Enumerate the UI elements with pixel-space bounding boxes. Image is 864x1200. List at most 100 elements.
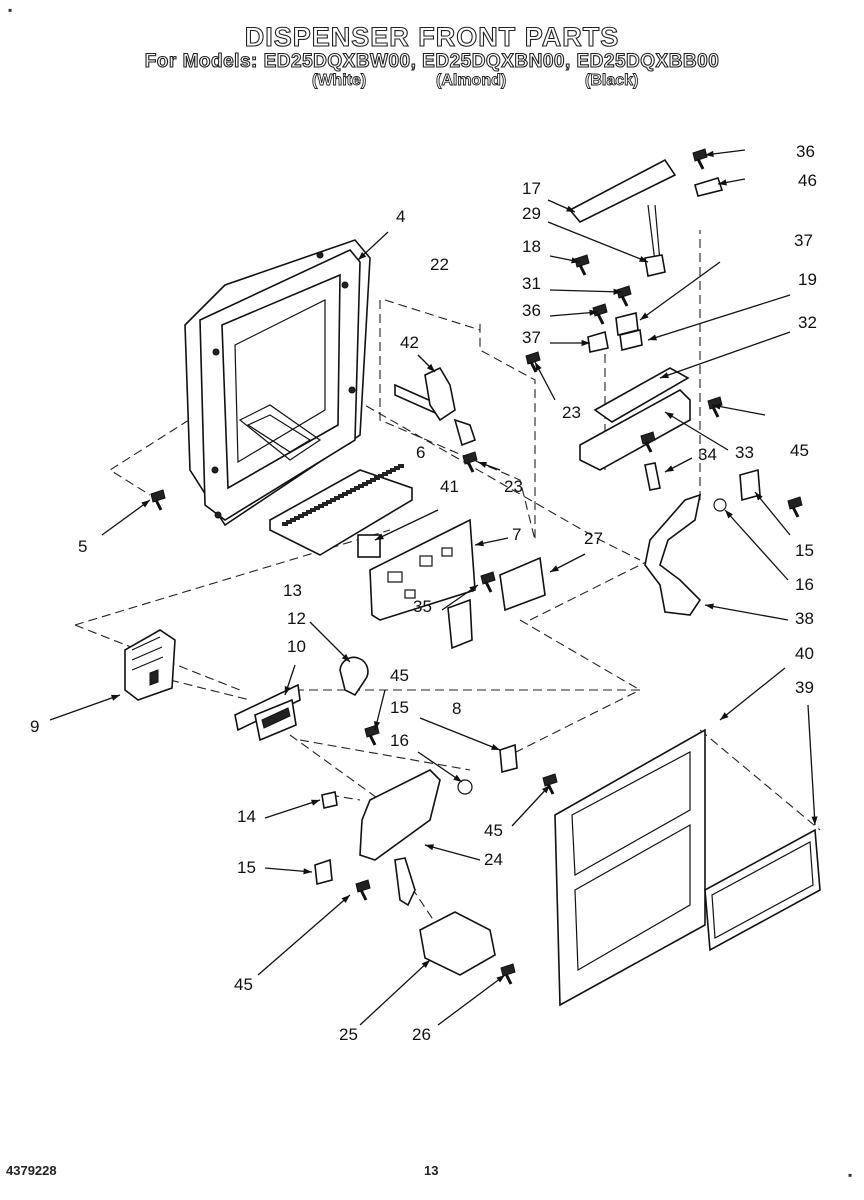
grille-hole: [358, 484, 364, 488]
callout-37: 37: [794, 231, 813, 250]
leader-12: [309, 621, 351, 663]
callout-23: 23: [562, 403, 581, 422]
corner-mark-bottom-right: ▪: [848, 1168, 853, 1182]
grille-hole: [366, 480, 372, 484]
part-14: [321, 791, 338, 809]
grille-hole: [330, 498, 336, 502]
arrowhead-36: [705, 150, 714, 158]
leader-15: [419, 717, 501, 751]
spring-part-16-upper: [713, 498, 727, 512]
leader-45: [257, 894, 351, 976]
leader-38: [704, 604, 789, 621]
callout-31: 31: [522, 274, 541, 293]
callout-17: 17: [522, 179, 541, 198]
document-number: 4379228: [6, 1163, 57, 1178]
variant-black: (Black): [585, 72, 639, 90]
arrowhead-5: [141, 500, 150, 508]
screw: [787, 496, 803, 518]
callout-13: 13: [283, 581, 302, 600]
front-panel-part-40: [554, 728, 706, 1007]
arrowhead-19: [648, 334, 657, 341]
leader-16: [417, 751, 463, 783]
callout-19: 19: [798, 270, 817, 289]
screw: [692, 148, 708, 170]
screw: [462, 451, 478, 473]
callout-25: 25: [339, 1025, 358, 1044]
arrowhead-45: [374, 721, 381, 730]
callout-15: 15: [795, 541, 814, 560]
callout-39: 39: [795, 678, 814, 697]
callout-42: 42: [400, 333, 419, 352]
grille-hole: [342, 492, 348, 496]
callout-4: 4: [396, 207, 405, 226]
leader-19: [647, 294, 791, 341]
leader-26: [437, 974, 506, 1026]
housing-frame-part-4: [184, 239, 371, 527]
arrowhead-16: [453, 774, 462, 782]
part-15-lower: [314, 858, 333, 886]
button-part-9: [124, 629, 176, 701]
callout-23: 23: [504, 477, 523, 496]
variant-almond: (Almond): [436, 72, 507, 90]
callout-40: 40: [795, 644, 814, 663]
leader-16: [724, 509, 789, 581]
models-subtitle: For Models: ED25DQXBW00, ED25DQXBN00, ED…: [144, 50, 720, 72]
callout-6: 6: [416, 443, 425, 462]
callout-27: 27: [584, 529, 603, 548]
lever-assembly-part-6: [394, 366, 477, 447]
grille-hole: [374, 476, 380, 480]
callout-22: 22: [430, 255, 449, 274]
grille-hole: [306, 510, 312, 514]
arrowhead-24: [425, 844, 434, 851]
arrowhead-23: [535, 362, 542, 371]
grille-hole: [394, 466, 400, 470]
callout-36: 36: [522, 301, 541, 320]
grille-hole: [298, 514, 304, 518]
arrowhead-32: [660, 372, 669, 379]
leader-40: [719, 667, 786, 721]
screw: [355, 879, 371, 901]
screw: [480, 571, 496, 593]
leader-32: [659, 331, 791, 379]
callout-45: 45: [234, 975, 253, 994]
screw: [364, 724, 380, 746]
callout-8: 8: [452, 699, 461, 718]
grille-hole: [354, 486, 360, 490]
page-title: DISPENSER FRONT PARTS: [244, 21, 620, 52]
grille-hole: [318, 504, 324, 508]
callout-37: 37: [522, 328, 541, 347]
callout-16: 16: [795, 575, 814, 594]
grille-hole: [294, 516, 300, 520]
leader-5: [101, 499, 151, 536]
screw: [592, 303, 608, 325]
callout-12: 12: [287, 609, 306, 628]
arrowhead-9: [111, 694, 120, 701]
grille-hole: [310, 508, 316, 512]
callout-14: 14: [237, 807, 256, 826]
grille-hole: [398, 464, 404, 468]
arrowhead-27: [550, 565, 559, 572]
arrowhead-46: [718, 179, 727, 186]
spring-part-16: [457, 779, 473, 795]
arrowhead-16: [725, 510, 733, 519]
callout-24: 24: [484, 850, 503, 869]
part-12: [339, 656, 369, 697]
arrowhead-42: [426, 363, 435, 372]
part-15-middle: [499, 743, 518, 774]
callout-16: 16: [390, 731, 409, 750]
leader-33: [664, 411, 729, 451]
bracket-part-27: [499, 556, 546, 612]
grille-hole: [390, 468, 396, 472]
arrowhead-12: [341, 653, 350, 662]
screw-group: [150, 148, 803, 985]
callout-35: 35: [413, 597, 432, 616]
callout-45: 45: [484, 821, 503, 840]
callout-29: 29: [522, 204, 541, 223]
callout-34: 34: [698, 445, 717, 464]
cover-part-17: [568, 158, 677, 223]
grille-hole: [334, 496, 340, 500]
plate-part-8: [447, 598, 473, 650]
callout-46: 46: [798, 171, 817, 190]
